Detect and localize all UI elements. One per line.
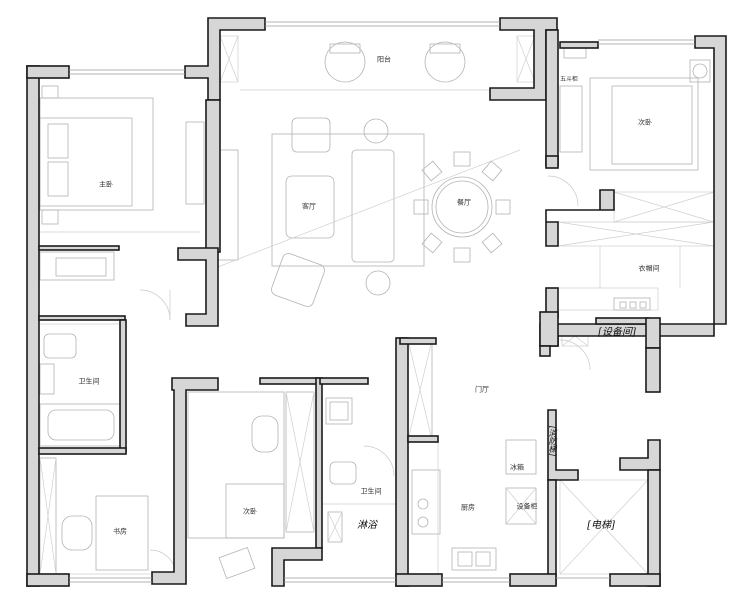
- label-shower: 淋浴: [357, 520, 377, 531]
- label-walk-in-closet: 衣帽间: [638, 264, 660, 273]
- label-living-room: 客厅: [302, 202, 316, 211]
- label-second-bedroom-ne: 次卧: [638, 118, 652, 127]
- label-equipment-room: [设备间]: [598, 327, 636, 338]
- window-lines: [69, 21, 695, 583]
- label-elevator: [电梯]: [587, 520, 615, 531]
- label-equipment-cabinet: 设备柜: [516, 502, 538, 511]
- label-fridge: 冰箱: [510, 463, 524, 472]
- label-five-drawer: 五斗柜: [559, 76, 579, 83]
- label-second-bedroom-south: 次卧: [243, 507, 257, 516]
- label-fire-stair: [消防梯]: [548, 425, 557, 457]
- label-entrance-hall: 门厅: [475, 385, 489, 394]
- label-kitchen: 厨房: [461, 503, 475, 512]
- label-bathroom-south: 卫生间: [360, 487, 382, 496]
- label-study: 书房: [113, 527, 127, 536]
- label-bathroom-west: 卫生间: [78, 377, 100, 386]
- furniture-layer: [39, 35, 715, 579]
- label-master-bedroom: 主卧: [99, 180, 113, 189]
- label-balcony: 阳台: [377, 55, 391, 64]
- wall-layer: [26, 17, 727, 587]
- label-dining-room: 餐厅: [457, 198, 471, 207]
